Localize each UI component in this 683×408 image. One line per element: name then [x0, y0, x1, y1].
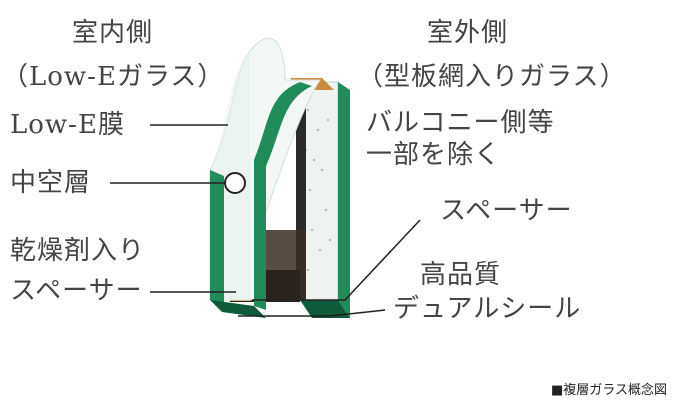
label-balcony-1: バルコニー側等 — [366, 108, 555, 138]
label-desiccant-spacer-1: 乾燥剤入り — [10, 236, 146, 266]
label-seal-2: デュアルシール — [393, 294, 582, 324]
exterior-glass-pane — [299, 81, 350, 318]
label-interior-glass: （Low-Eガラス） — [2, 62, 225, 92]
label-desiccant-spacer-2: スペーサー — [10, 276, 143, 306]
label-exterior-side: 室外側 — [427, 18, 509, 48]
air-layer-marker — [224, 172, 246, 194]
leader-lines — [110, 124, 421, 317]
label-spacer: スペーサー — [440, 196, 573, 226]
label-interior-side: 室内側 — [72, 18, 154, 48]
label-exterior-glass: （型板網入りガラス） — [357, 62, 627, 92]
label-air-layer: 中空層 — [10, 168, 92, 198]
label-balcony-2: 一部を除く — [366, 140, 502, 170]
label-seal-1: 高品質 — [420, 260, 502, 290]
label-lowe-film: Low-E膜 — [10, 110, 125, 140]
caption: ■複層ガラス概念図 — [551, 383, 668, 398]
